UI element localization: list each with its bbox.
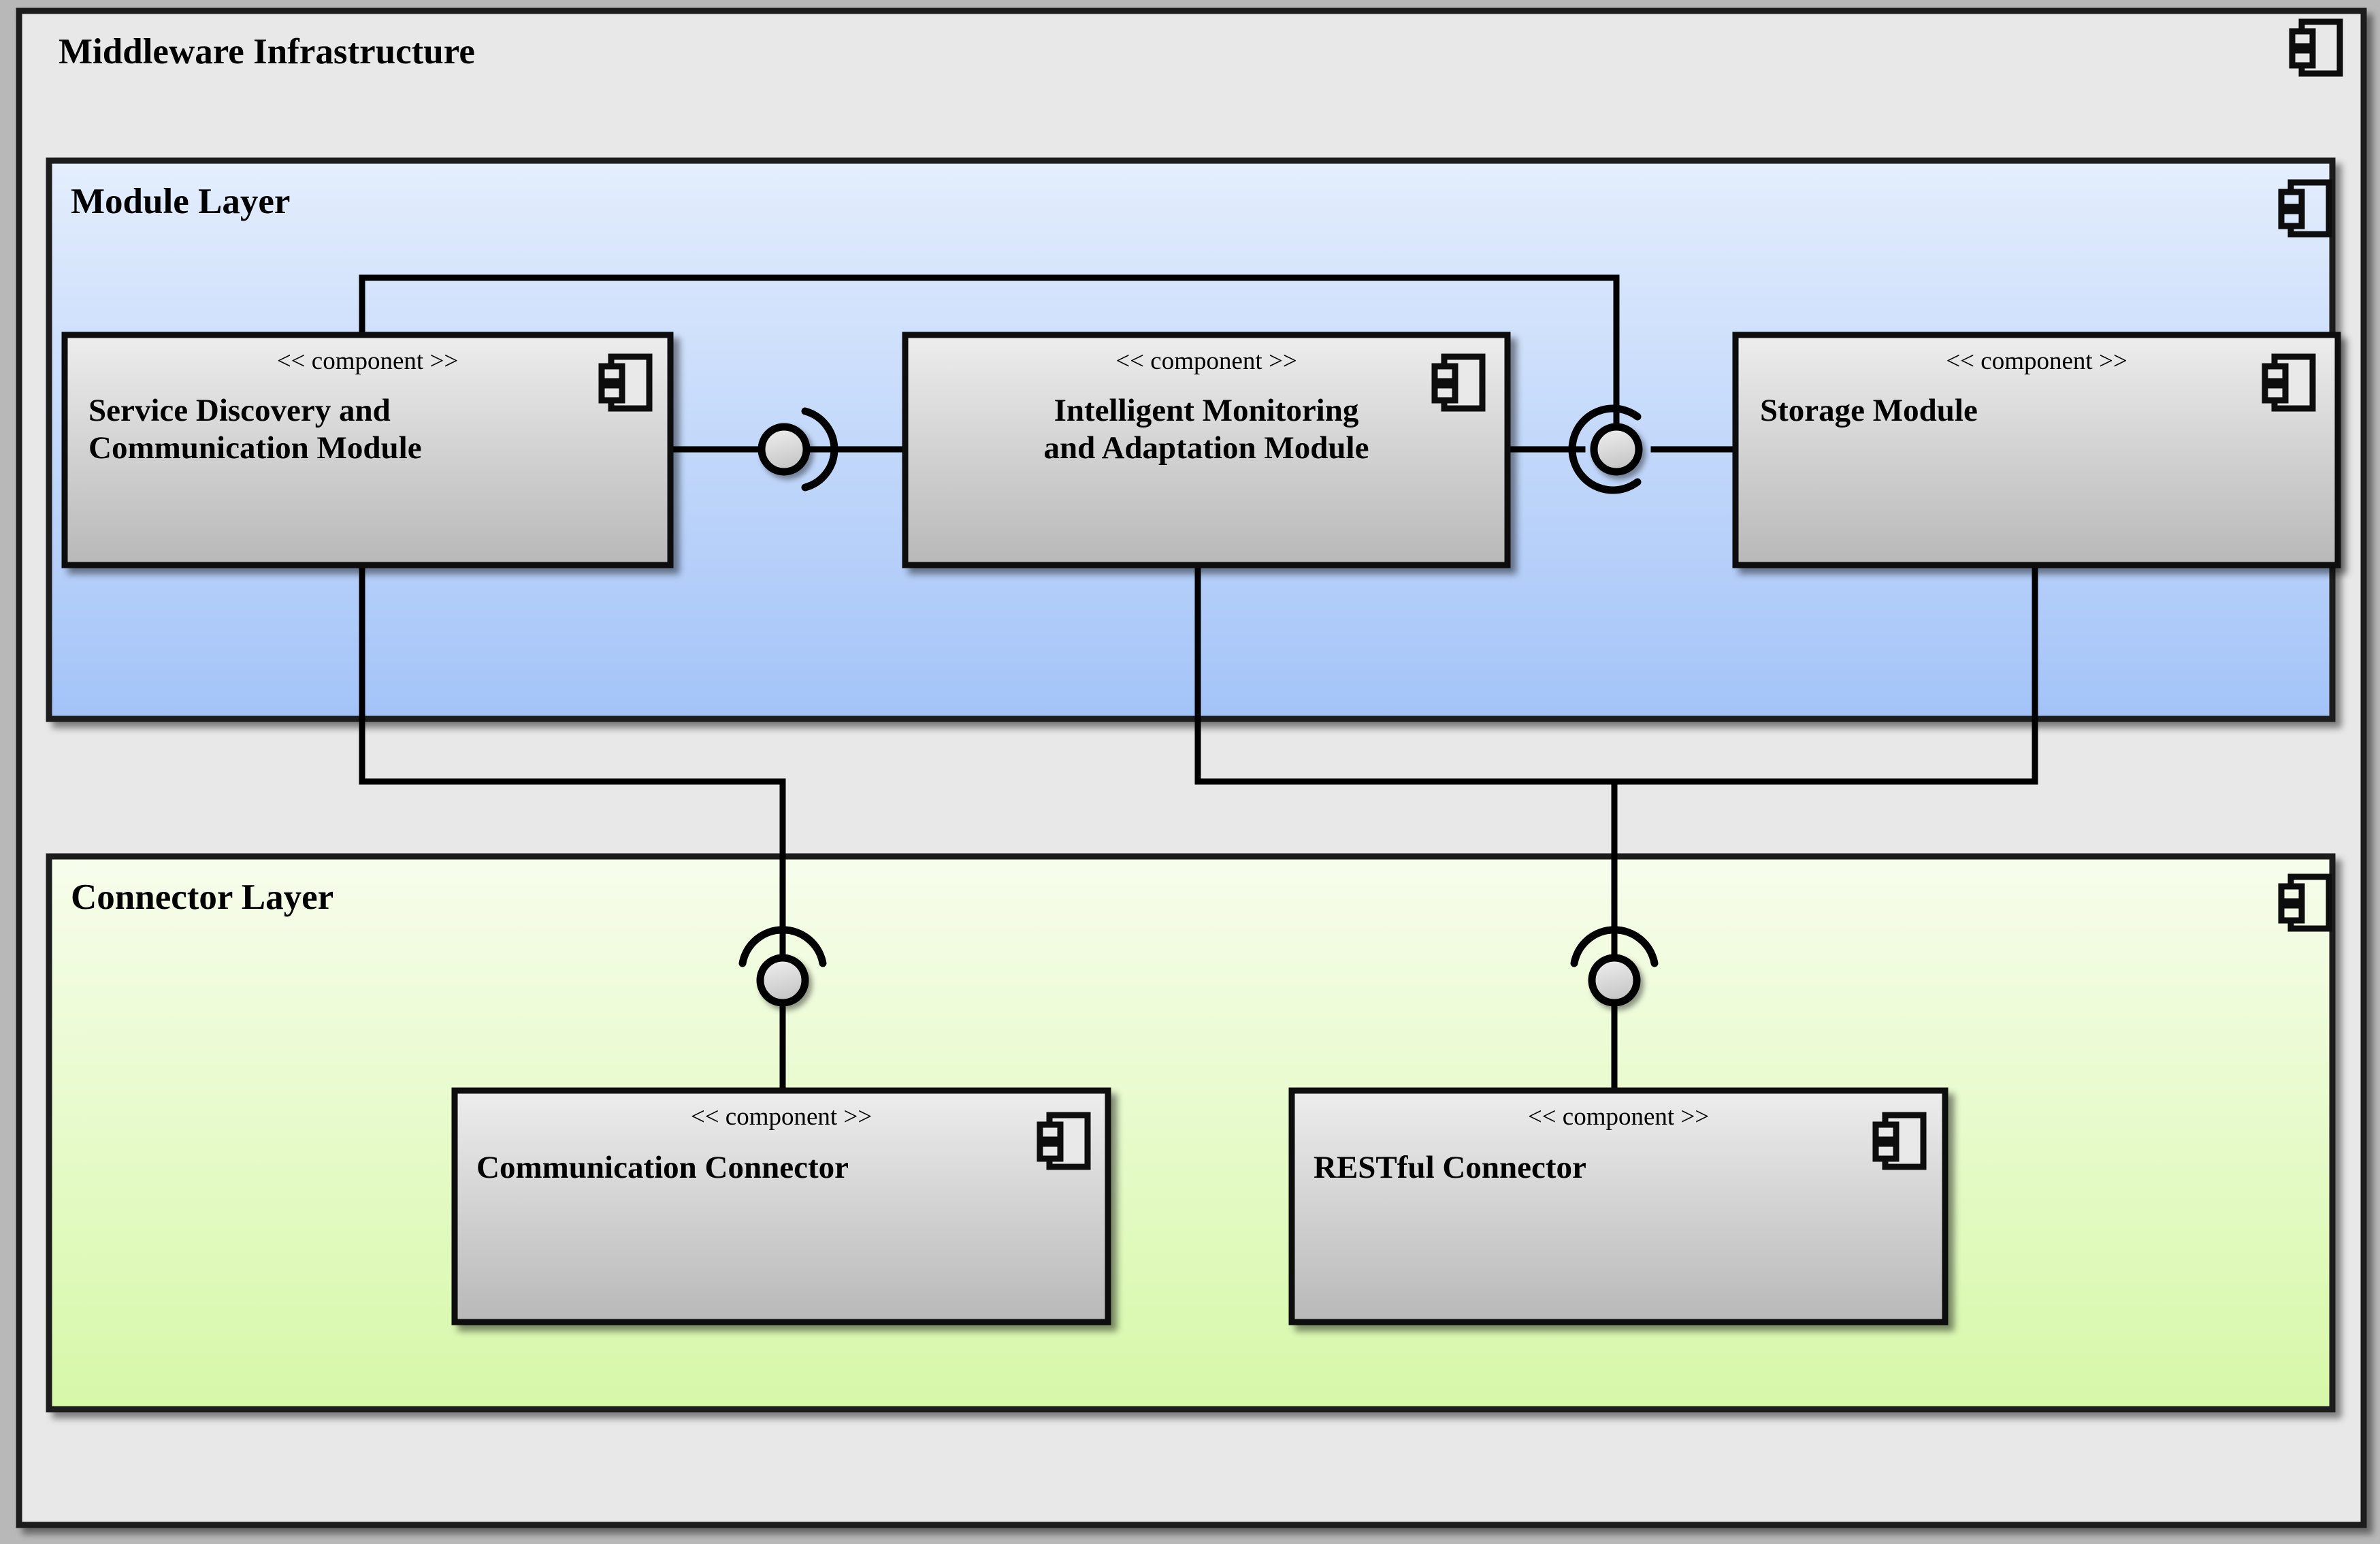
outer-frame-title: Middleware Infrastructure [59,32,475,71]
component-icon [2262,353,2316,412]
component-box [1288,1087,1949,1325]
component-icon [1037,1112,1091,1170]
component-intelligent-monitoring-and-adaptation-module[interactable] [902,332,1511,568]
component-box [451,1087,1111,1325]
provided-interface-ball-icon [756,954,809,1007]
component-restful-connector[interactable] [1288,1087,1949,1325]
component-box [1732,332,2341,568]
component-icon [1872,1112,1927,1170]
component-stereotype: << component >> [690,1103,873,1131]
component-icon [2278,179,2332,238]
component-stereotype: << component >> [1946,347,2128,375]
provided-interface-ball-icon [1588,954,1641,1007]
component-icon [2278,873,2332,932]
component-stereotype: << component >> [1527,1103,1710,1131]
line-monitoring-to-bus [1194,562,2038,785]
socket-arc-icon [1570,926,1659,967]
component-box [902,332,1511,568]
component-storage-module[interactable] [1732,332,2341,568]
component-name: Storage Module [1760,393,1978,428]
module-layer-title: Module Layer [71,182,291,221]
component-communication-connector[interactable] [451,1087,1111,1325]
component-stereotype: << component >> [1115,347,1297,375]
connector-lines [359,274,2038,1094]
socket-arc-icon [801,407,838,492]
provided-interface-ball-icon [1590,423,1643,476]
line-service-to-communication-connector [359,562,786,965]
component-name-line1: Intelligent Monitoring [1054,393,1359,428]
component-name: Communication Connector [476,1150,849,1185]
socket-arc-icon [1568,404,1642,494]
component-icon [2289,18,2343,77]
connector-layer-title: Connector Layer [71,878,334,917]
component-box [61,332,674,568]
component-stereotype: << component >> [276,347,459,375]
assembly-connector-monitoring-to-storage[interactable] [1568,404,1643,494]
assembly-connector-to-communication-connector[interactable] [738,926,827,1007]
component-service-discovery-and-communication-module[interactable] [61,332,674,568]
component-icon [1431,353,1486,412]
connector-layer-box [46,853,2336,1413]
component-name-line2: and Adaptation Module [1043,430,1369,466]
component-icon [598,353,653,412]
assembly-connector-service-to-monitoring[interactable] [757,407,838,492]
assembly-connector-to-restful-connector[interactable] [1570,926,1659,1007]
socket-arc-icon [738,926,827,967]
component-name-line1: Service Discovery and [88,393,391,428]
connector-layer-frame[interactable] [46,853,2336,1413]
line-service-to-storage-route [359,274,1620,453]
component-name: RESTful Connector [1314,1150,1586,1185]
component-name-line2: Communication Module [88,430,422,466]
provided-interface-ball-icon [757,423,811,476]
